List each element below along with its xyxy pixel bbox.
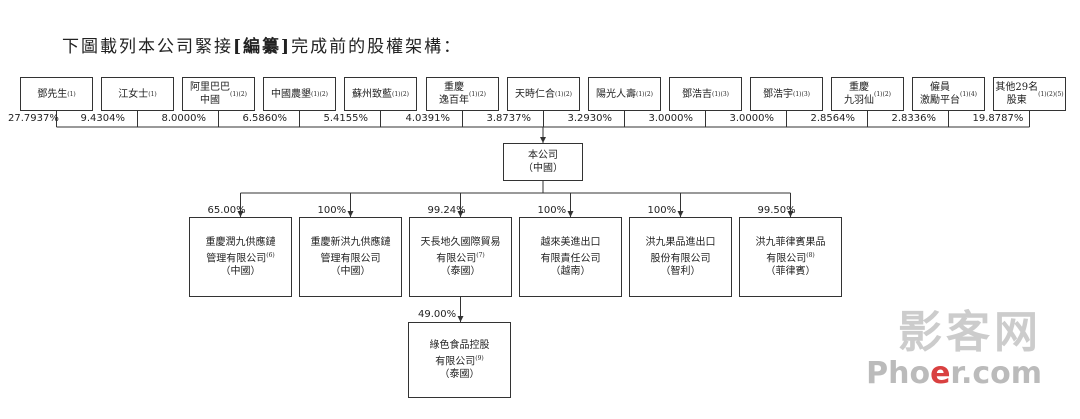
page-title: 下圖載列本公司緊接[編纂]完成前的股權架構： [62, 37, 463, 57]
shareholder-pct: 2.8336% [891, 113, 937, 124]
arrow-head [457, 316, 464, 322]
shareholder-box: 鄧先生(1) [20, 77, 93, 111]
shareholder-pct: 3.2930% [567, 113, 613, 124]
subsidiary-pct: 100% [647, 205, 677, 216]
subsidiary-pct: 99.24% [427, 205, 466, 216]
shareholder-pct: 6.5860% [242, 113, 288, 124]
subsidiary-box: 天長地久國際貿易 有限公司(7) （泰國） [409, 217, 512, 297]
arrow-head [347, 211, 354, 217]
shareholder-box: 鄧浩吉(1)(3) [669, 77, 742, 111]
subsidiary-box: 越來美進出口 有限責任公司 （越南） [519, 217, 622, 297]
shareholder-box: 鄧浩宇(1)(3) [750, 77, 823, 111]
shareholder-pct: 4.0391% [405, 113, 451, 124]
subsidiary-pct: 100% [537, 205, 567, 216]
arrow-head [540, 137, 546, 143]
shareholder-pct: 27.7937% [8, 113, 59, 124]
shareholder-box: 重慶 九羽仙(1)(2) [831, 77, 904, 111]
arrow-head [237, 211, 244, 217]
subsidiary-box: 洪九菲律賓果品 有限公司(8) （菲律賓） [739, 217, 842, 297]
shareholder-box: 重慶 逸百年(1)(2) [426, 77, 499, 111]
shareholder-pct: 8.0000% [161, 113, 207, 124]
shareholder-pct: 3.0000% [648, 113, 694, 124]
company-box: 本公司 （中國） [503, 143, 583, 181]
subsidiary-pct: 99.50% [757, 205, 796, 216]
subsidiary-box: 重慶潤九供應鏈 管理有限公司(6) （中國） [189, 217, 292, 297]
shareholder-box: 阿里巴巴 中國(1)(2) [182, 77, 255, 111]
arrow-head [567, 211, 574, 217]
shareholder-box: 江女士(1) [101, 77, 174, 111]
shareholder-box: 僱員 激勵平台(1)(4) [912, 77, 985, 111]
shareholder-box: 蘇州致藍(1)(2) [344, 77, 417, 111]
subsidiary-pct: 65.00% [207, 205, 246, 216]
arrow-head [677, 211, 684, 217]
shareholder-box: 陽光人壽(1)(2) [588, 77, 661, 111]
shareholder-pct: 2.8564% [810, 113, 856, 124]
arrow-head [457, 211, 464, 217]
arrow-head [787, 211, 794, 217]
shareholder-pct: 3.0000% [729, 113, 775, 124]
sub-subsidiary-pct: 49.00% [418, 309, 457, 320]
watermark: 影客网 Phoer.com [866, 307, 1042, 391]
sub-subsidiary-box: 綠色食品控股 有限公司(9) （泰國） [408, 322, 511, 398]
shareholder-box: 中國農墾(1)(2) [263, 77, 336, 111]
shareholder-pct: 9.4304% [80, 113, 126, 124]
shareholder-pct: 5.4155% [323, 113, 369, 124]
shareholder-pct: 19.8787% [972, 113, 1024, 124]
subsidiary-box: 重慶新洪九供應鏈 管理有限公司 （中國） [299, 217, 402, 297]
subsidiary-pct: 100% [317, 205, 347, 216]
shareholder-box: 天時仁合(1)(2) [507, 77, 580, 111]
shareholder-pct: 3.8737% [486, 113, 532, 124]
shareholder-box: 其他29名 股東(1)(2)(5) [993, 77, 1066, 111]
subsidiary-box: 洪九果品進出口 股份有限公司 （智利） [629, 217, 732, 297]
